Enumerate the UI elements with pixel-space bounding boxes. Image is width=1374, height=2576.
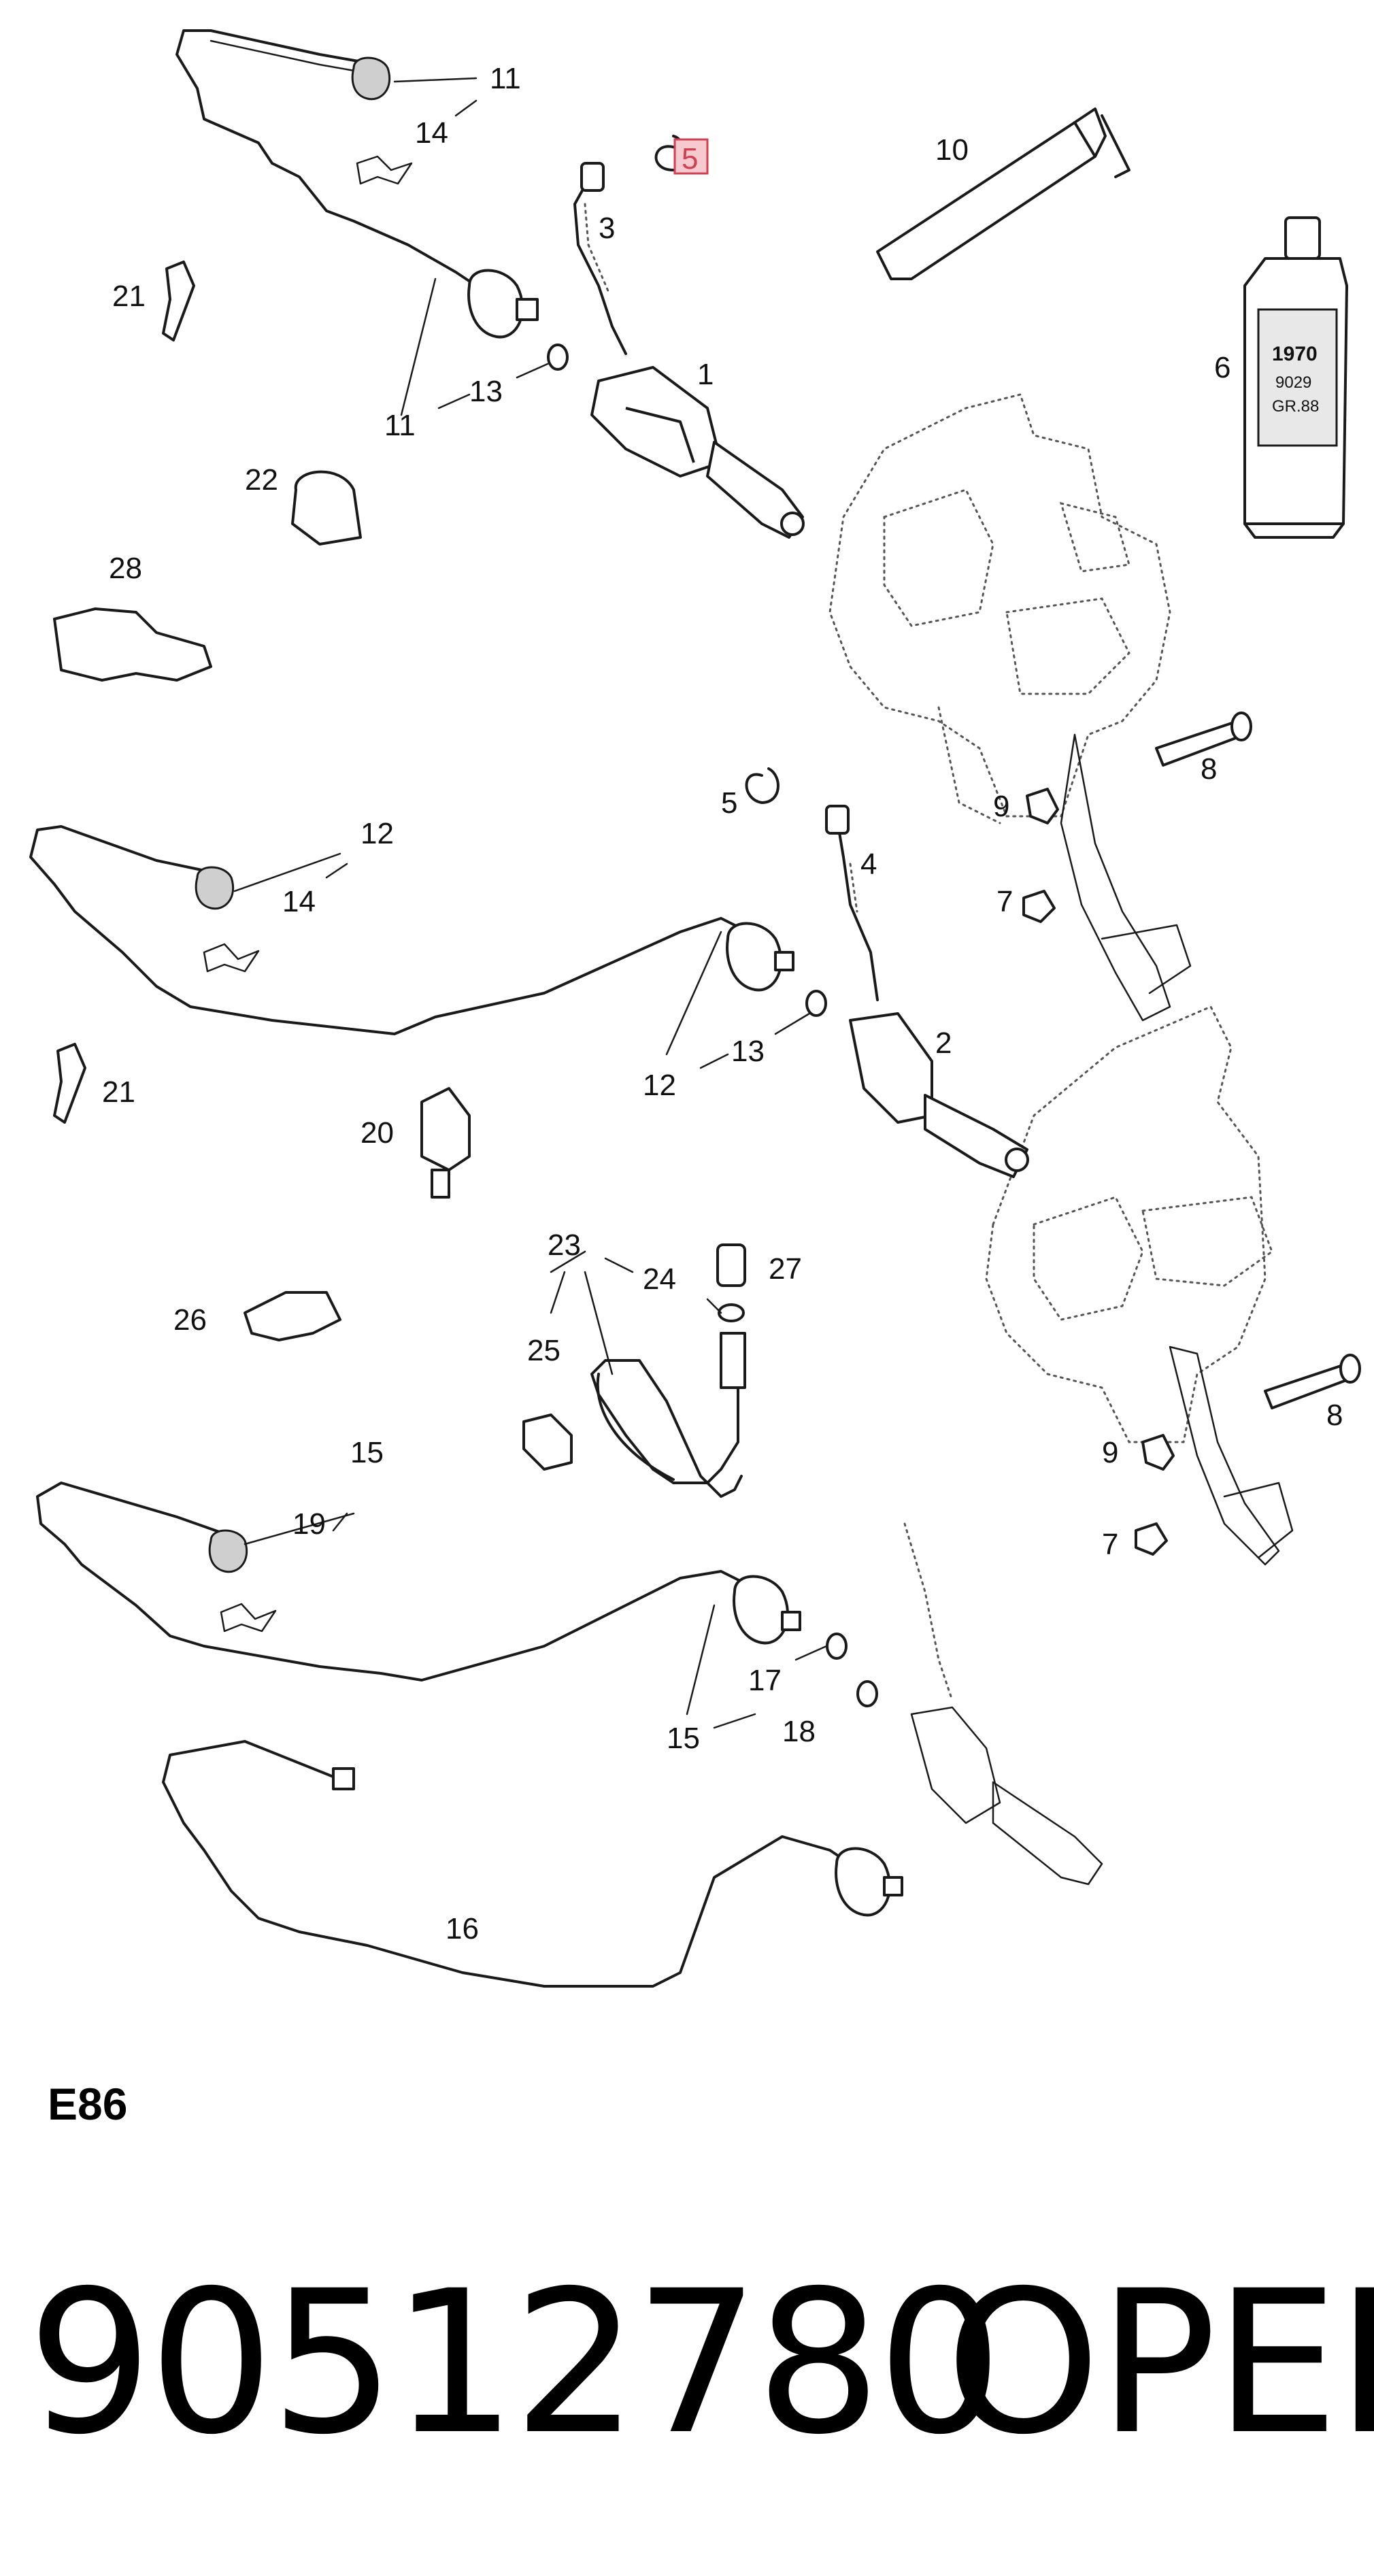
callout-7-lower: 7 bbox=[1102, 1528, 1118, 1561]
pedal-box-upper bbox=[828, 393, 1192, 1022]
nut-7-upper bbox=[1022, 890, 1056, 923]
nut-7-lower bbox=[1135, 1522, 1168, 1556]
callout-28: 28 bbox=[109, 552, 142, 585]
callout-12-lower: 12 bbox=[643, 1069, 676, 1102]
callout-9-lower: 9 bbox=[1102, 1436, 1118, 1469]
washer-18 bbox=[856, 1680, 878, 1707]
callout-5-upper: 5 bbox=[682, 142, 698, 175]
master-cylinder-1 bbox=[573, 162, 805, 539]
callout-19: 19 bbox=[292, 1507, 326, 1541]
callout-6: 6 bbox=[1214, 351, 1230, 384]
callout-7-upper: 7 bbox=[996, 885, 1013, 918]
tube-label-line-3: GR.88 bbox=[1272, 397, 1319, 416]
callout-14-upper: 14 bbox=[415, 116, 448, 150]
callout-8-lower: 8 bbox=[1326, 1399, 1343, 1432]
seal-24 bbox=[718, 1303, 745, 1322]
callout-24: 24 bbox=[643, 1262, 676, 1296]
callout-22: 22 bbox=[245, 463, 278, 497]
callout-12-upper: 12 bbox=[361, 817, 394, 850]
callout-18: 18 bbox=[782, 1715, 816, 1748]
callout-15-upper: 15 bbox=[350, 1436, 384, 1469]
callout-17: 17 bbox=[748, 1664, 782, 1697]
master-cylinder-2 bbox=[825, 805, 1029, 1178]
callout-25: 25 bbox=[527, 1334, 560, 1367]
diagram-code: E86 bbox=[48, 2079, 128, 2129]
callout-5-highlight-box bbox=[673, 138, 709, 175]
tube-label-line-1: 1970 bbox=[1272, 343, 1318, 365]
pedal-box-lower bbox=[985, 1005, 1294, 1566]
clip-14-upper bbox=[356, 155, 413, 185]
callout-2: 2 bbox=[935, 1026, 952, 1060]
callout-5-lower: 5 bbox=[721, 786, 737, 820]
callout-26: 26 bbox=[173, 1303, 207, 1337]
clip-21-upper bbox=[162, 261, 195, 341]
clip-9-upper bbox=[1026, 788, 1059, 824]
circlip-5-lower bbox=[745, 767, 780, 804]
hydraulic-line-12 bbox=[29, 825, 794, 1035]
callout-3: 3 bbox=[599, 212, 615, 245]
clip-21-lower bbox=[53, 1043, 86, 1124]
brand-name: OPEL bbox=[945, 2249, 1374, 2478]
callout-15-lower: 15 bbox=[667, 1722, 700, 1755]
grease-tube-6: 1970 9029 GR.88 bbox=[1243, 216, 1348, 539]
washer-13-upper bbox=[547, 344, 569, 371]
hydraulic-line-16 bbox=[162, 1740, 903, 1988]
sleeve-27 bbox=[716, 1243, 746, 1287]
callout-9-upper: 9 bbox=[993, 790, 1009, 823]
callout-10: 10 bbox=[935, 133, 969, 167]
callout-4: 4 bbox=[860, 848, 877, 881]
callout-13-upper: 13 bbox=[469, 375, 503, 408]
bleed-screw-25 bbox=[522, 1414, 573, 1471]
bolt-8-lower-head bbox=[1339, 1354, 1361, 1384]
callout-11-upper: 11 bbox=[490, 62, 521, 95]
washer-13-lower bbox=[805, 990, 827, 1017]
leader-lines bbox=[233, 77, 828, 1729]
washer-17 bbox=[826, 1633, 848, 1660]
callout-11-lower: 11 bbox=[384, 409, 416, 442]
callout-21-upper: 21 bbox=[112, 280, 146, 313]
callout-20: 20 bbox=[361, 1116, 394, 1150]
clip-22 bbox=[291, 470, 362, 546]
tube-label-line-2: 9029 bbox=[1275, 373, 1311, 392]
clip-20 bbox=[420, 1087, 471, 1199]
clip-26 bbox=[244, 1291, 341, 1341]
callout-16: 16 bbox=[446, 1912, 479, 1945]
clip-9-lower bbox=[1141, 1434, 1175, 1471]
callout-27: 27 bbox=[769, 1252, 802, 1286]
pipe-23 bbox=[590, 1359, 743, 1498]
pipe-union-23 bbox=[720, 1332, 746, 1389]
callout-23: 23 bbox=[548, 1228, 581, 1262]
callout-8-upper: 8 bbox=[1201, 752, 1217, 786]
bolt-8-upper-head bbox=[1230, 712, 1252, 741]
connector-28 bbox=[53, 607, 212, 682]
callout-1: 1 bbox=[697, 358, 714, 391]
part-number: 90512780 bbox=[27, 2249, 1003, 2478]
callout-13-lower: 13 bbox=[731, 1035, 765, 1068]
hydraulic-line-15 bbox=[36, 1482, 801, 1682]
lubricant-tube-10 bbox=[876, 107, 1130, 280]
master-cylinder-lower bbox=[903, 1522, 1103, 1886]
callout-labels: 1 2 3 4 5 5 6 7 7 8 8 9 9 10 11 11 12 12… bbox=[102, 62, 1343, 1945]
clip-19 bbox=[220, 1603, 277, 1633]
exploded-parts-diagram: 1970 9029 GR.88 bbox=[29, 29, 1361, 1988]
clip-14-lower bbox=[203, 943, 260, 973]
callout-14-lower: 14 bbox=[282, 885, 316, 918]
hydraulic-line-11 bbox=[175, 29, 539, 339]
callout-21-lower: 21 bbox=[102, 1075, 135, 1109]
